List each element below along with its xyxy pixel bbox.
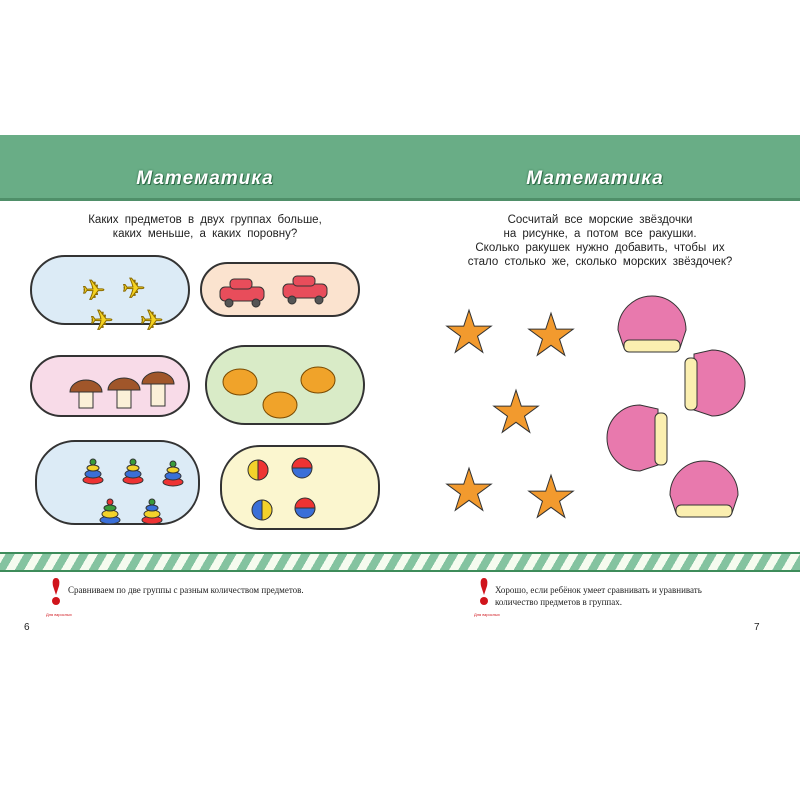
- shell-icon: [617, 295, 687, 353]
- ball-icons: [247, 457, 316, 521]
- basket-icon: [300, 366, 336, 394]
- starfish-icon: ★: [490, 380, 542, 445]
- question-line: Сосчитай все морские звёздочки: [507, 214, 693, 226]
- page-number-right: 7: [754, 622, 760, 633]
- starfish-icons: ★ ★ ★ ★ ★: [443, 300, 578, 531]
- note-line: количество предметов в группах.: [495, 597, 622, 607]
- ball-icon: [251, 499, 273, 521]
- right-page-title: Математика: [526, 168, 664, 189]
- left-note: Сравниваем по две группы с разным количе…: [68, 585, 304, 595]
- pyramid-icon: [162, 460, 184, 487]
- note-line: Хорошо, если ребёнок умеет сравнивать и …: [495, 585, 702, 595]
- right-question: Сосчитай все морские звёздочки на рисунк…: [440, 213, 760, 269]
- mushroom-icon: [107, 377, 141, 409]
- car-icons: [219, 275, 328, 308]
- question-line: на рисунке, а потом все ракушки.: [503, 228, 697, 240]
- adult-note-icon: [52, 578, 60, 605]
- plane-icon: ✈: [122, 273, 145, 304]
- right-icon-label: Для взрослых: [474, 612, 500, 617]
- shell-icon: [669, 460, 739, 518]
- mushroom-icons: [69, 371, 175, 409]
- question-line: стало столько же, сколько морских звёздо…: [467, 256, 733, 268]
- planes-group: [30, 255, 190, 325]
- mushroom-icon: [69, 379, 103, 409]
- shell-icon: [606, 404, 668, 472]
- starfish-icon: ★: [525, 303, 577, 368]
- left-page-title: Математика: [136, 168, 274, 189]
- illustrations: ✈✈ ✈✈ ★★ ★★ ★: [69, 273, 746, 531]
- adult-note-icon: [480, 578, 488, 605]
- left-icon-label: Для взрослых: [46, 612, 72, 617]
- plane-icon: ✈: [90, 305, 113, 336]
- header-band: [0, 135, 800, 201]
- starfish-icon: ★: [443, 458, 495, 523]
- pyramid-icon: [82, 458, 104, 485]
- left-question: Каких предметов в двух группах больше, к…: [60, 213, 350, 241]
- basket-icon: [222, 368, 258, 396]
- shell-icon: [684, 349, 746, 417]
- question-line: каких меньше, а каких поровну?: [112, 228, 298, 240]
- basket-icon: [262, 391, 298, 419]
- ball-icon: [291, 457, 313, 479]
- starfish-icon: ★: [443, 300, 495, 365]
- right-note: Хорошо, если ребёнок умеет сравнивать и …: [495, 584, 702, 608]
- plane-icon: ✈: [140, 305, 163, 336]
- pyramid-icon: [99, 498, 121, 525]
- basket-icons: [222, 366, 336, 419]
- plane-icon: ✈: [82, 275, 105, 306]
- shell-icons: [606, 295, 746, 518]
- question-line: Сколько ракушек нужно добавить, чтобы их: [475, 242, 725, 254]
- pyramid-icons: [82, 458, 184, 525]
- question-line: Каких предметов в двух группах больше,: [88, 214, 322, 226]
- starfish-icon: ★: [525, 465, 577, 530]
- mushroom-icon: [141, 371, 175, 407]
- pyramid-icon: [122, 458, 144, 485]
- decorative-stripe: [0, 552, 800, 572]
- ball-icon: [294, 497, 316, 519]
- page-number-left: 6: [24, 622, 30, 633]
- pyramid-icon: [141, 498, 163, 525]
- ball-icon: [247, 459, 269, 481]
- plane-icons: ✈✈ ✈✈: [82, 273, 164, 337]
